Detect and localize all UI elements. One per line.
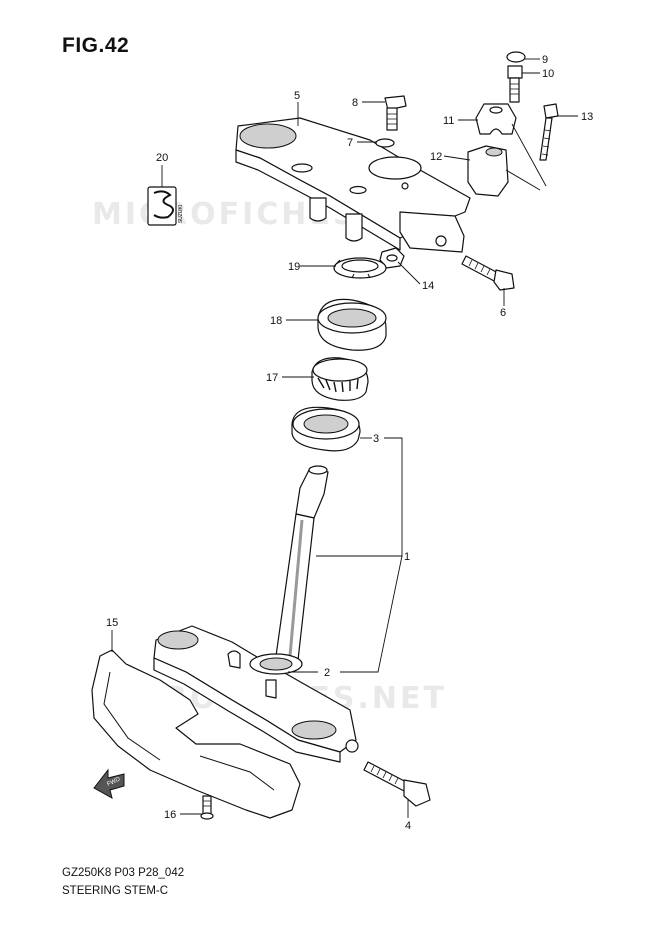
bearing-part-17 [311,357,369,401]
callout-4: 4 [405,820,411,832]
emblem-part-20: SUZUKI [147,186,184,226]
callout-5: 5 [294,90,300,102]
lock-nut-part-19 [333,257,387,279]
upper-bracket-part-5 [235,117,471,253]
figure-title: FIG.42 [62,34,130,57]
callout-8: 8 [352,97,358,109]
guard-part-15 [91,649,301,819]
callout-labels: 1 2 3 4 5 6 7 8 9 10 11 12 13 14 15 16 1… [106,54,593,832]
callout-2: 2 [324,667,330,679]
callout-18: 18 [270,315,282,327]
handlebar-holder-lower-part-12 [467,145,509,197]
cap-part-9 [506,51,526,63]
emblem-text: SUZUKI [178,205,184,223]
callout-20: 20 [156,152,168,164]
callout-13: 13 [581,111,593,123]
steering-stem-part-1 [153,465,359,763]
callout-14: 14 [422,280,434,292]
bolt-part-6 [461,255,515,291]
screw-part-16 [200,795,214,820]
callout-1: 1 [404,551,410,563]
figure-code: GZ250K8 P03 P28_042 [62,867,185,879]
callout-15: 15 [106,617,118,629]
dust-seal-part-18 [317,298,387,351]
callout-7: 7 [347,137,353,149]
callout-16: 16 [164,809,176,821]
callout-19: 19 [288,261,300,273]
washer-part-7 [375,138,395,148]
bolt-part-8 [384,95,407,131]
leader-lines [111,58,578,818]
forward-arrow-icon: FWD [93,768,125,799]
callout-12: 12 [430,151,442,163]
bolt-part-4 [363,761,431,807]
callout-9: 9 [542,54,548,66]
bolt-part-13 [539,103,559,161]
callout-17: 17 [266,372,278,384]
bolt-part-10 [507,65,523,103]
handlebar-holder-upper-part-11 [475,103,517,135]
figure-caption: STEERING STEM-C [62,885,169,897]
callout-11: 11 [443,115,454,127]
callout-6: 6 [500,307,506,319]
callout-3: 3 [373,433,379,445]
fwd-badge-text: FWD [106,776,122,787]
figure-footer: GZ250K8 P03 P28_042 STEERING STEM-C [62,864,184,900]
callout-10: 10 [542,68,554,80]
bearing-race-part-3 [291,406,361,452]
